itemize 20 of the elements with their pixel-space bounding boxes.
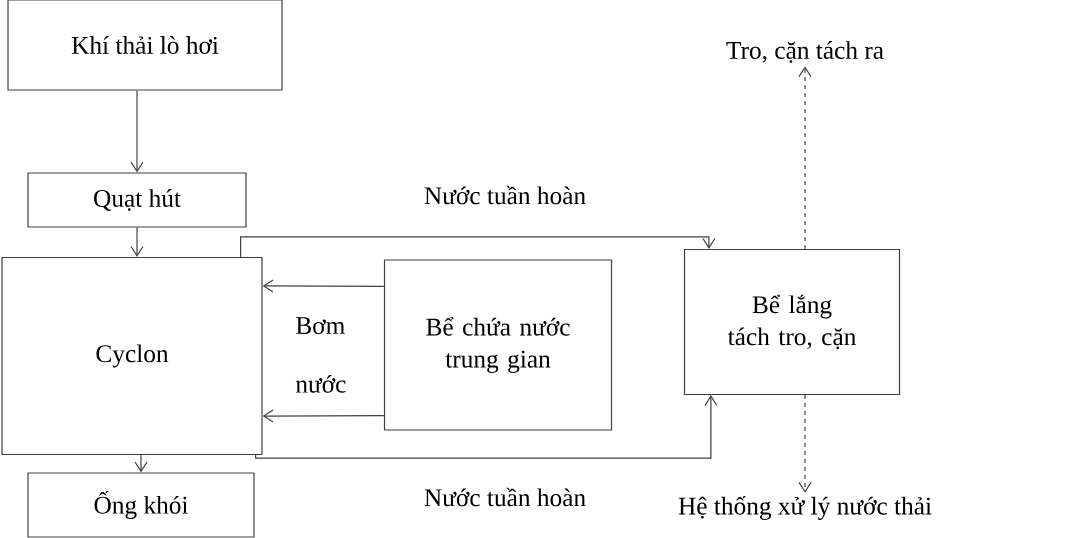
edge-label: Nước tuần hoàn (421, 485, 589, 509)
arrow (240, 236, 716, 258)
arrow (134, 454, 148, 473)
arrow (130, 90, 144, 173)
process-box: Khí thải lò hơi (7, 0, 283, 91)
pump-label: Bơm nước (295, 317, 346, 393)
arrow (255, 395, 718, 459)
output-label: Hệ thống xử lý nước thải (678, 496, 932, 520)
arrow (262, 279, 385, 293)
process-box: Quạt hút (27, 172, 247, 228)
process-box: Cyclon (1, 256, 263, 456)
edge-label: Nước tuần hoàn (421, 183, 589, 207)
arrow (798, 66, 812, 250)
arrow (262, 409, 385, 423)
arrow (798, 394, 812, 493)
process-box: Bể chứa nước trung gian (383, 259, 613, 431)
arrow (130, 227, 144, 257)
process-box: Ống khói (27, 472, 255, 538)
process-box: Bể lắng tách tro, cặn (683, 248, 901, 396)
output-label: Tro, cặn tách ra (726, 41, 884, 63)
